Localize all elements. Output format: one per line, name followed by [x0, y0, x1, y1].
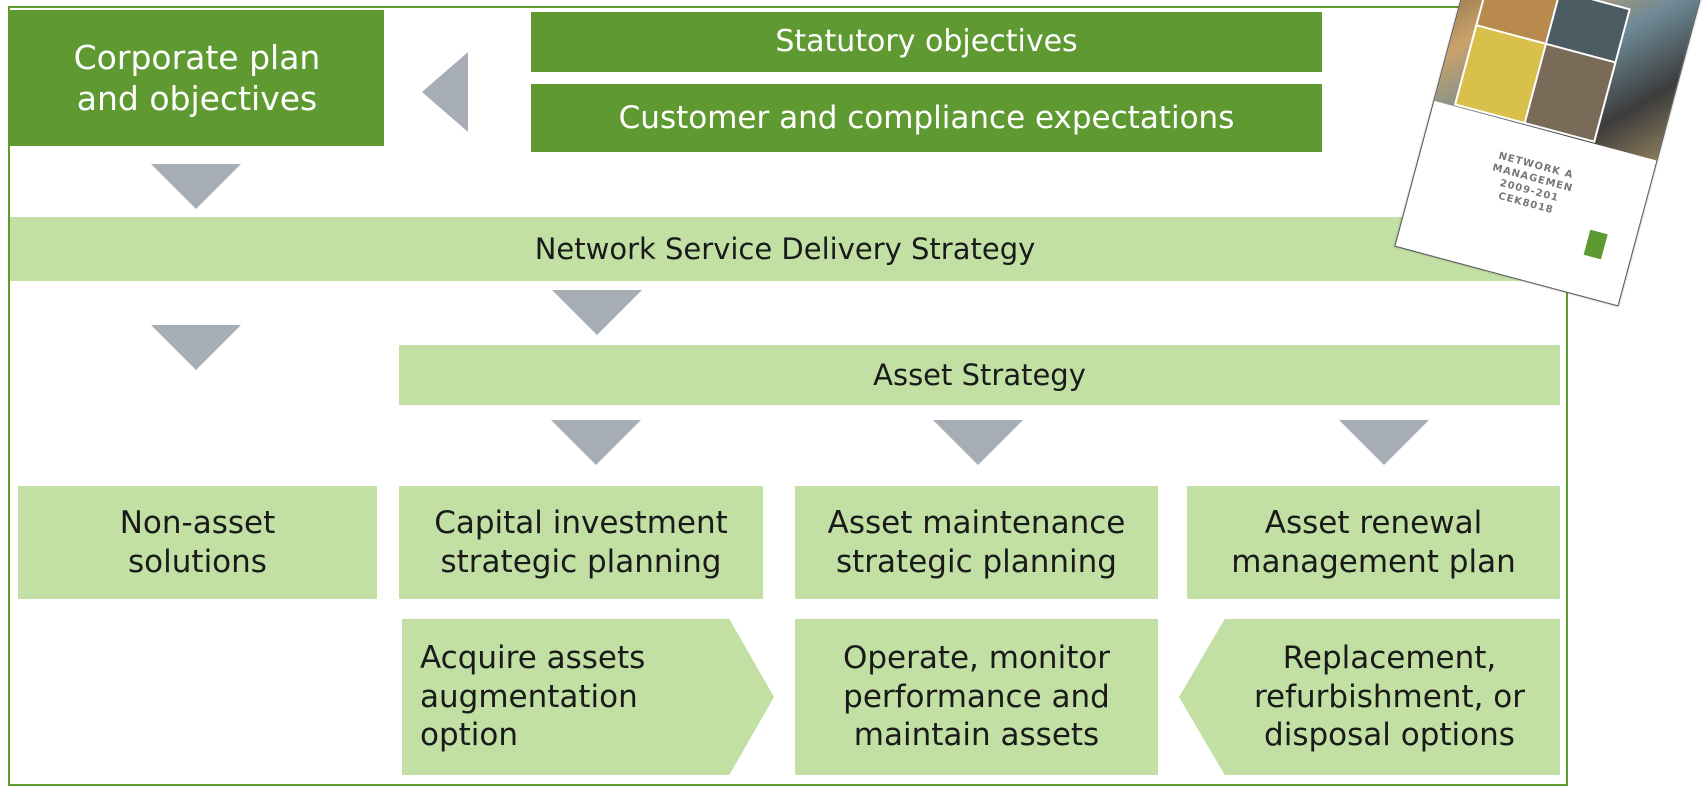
asset-renewal-box: Asset renewal management plan — [1187, 486, 1560, 599]
diagram-frame — [8, 6, 1568, 786]
customer-expectations-box: Customer and compliance expectations — [531, 84, 1322, 152]
customer-expectations-label: Customer and compliance expectations — [618, 99, 1235, 136]
statutory-objectives-label: Statutory objectives — [775, 24, 1078, 60]
replacement-options-label: Replacement, refurbishment, or disposal … — [1253, 639, 1526, 754]
asset-strategy-label: Asset Strategy — [873, 357, 1086, 392]
asset-maintenance-label: Asset maintenance strategic planning — [827, 504, 1126, 580]
arrow-down-icon — [1339, 420, 1429, 465]
corporate-plan-label: Corporate plan and objectives — [73, 37, 321, 118]
cover-logo — [1583, 229, 1608, 260]
capital-investment-box: Capital investment strategic planning — [399, 486, 763, 599]
operate-monitor-box: Operate, monitor performance and maintai… — [795, 619, 1158, 775]
arrow-down-icon — [552, 290, 642, 335]
arrow-left-icon — [422, 52, 468, 132]
capital-investment-label: Capital investment strategic planning — [434, 504, 728, 580]
network-strategy-label: Network Service Delivery Strategy — [534, 231, 1036, 266]
arrow-down-icon — [933, 420, 1023, 465]
arrow-down-icon — [151, 325, 241, 370]
corporate-plan-box: Corporate plan and objectives — [10, 10, 384, 146]
acquire-assets-arrow-box: Acquire assets augmentation option — [402, 619, 774, 775]
arrow-down-icon — [551, 420, 641, 465]
acquire-assets-label: Acquire assets augmentation option — [420, 639, 646, 754]
non-asset-solutions-box: Non-asset solutions — [18, 486, 377, 599]
replacement-options-arrow-box: Replacement, refurbishment, or disposal … — [1179, 619, 1560, 775]
operate-monitor-label: Operate, monitor performance and maintai… — [842, 639, 1111, 754]
non-asset-solutions-label: Non-asset solutions — [119, 504, 276, 580]
asset-maintenance-box: Asset maintenance strategic planning — [795, 486, 1158, 599]
cover-photos — [1434, 0, 1701, 161]
statutory-objectives-box: Statutory objectives — [531, 12, 1322, 72]
arrow-down-icon — [151, 164, 241, 209]
asset-renewal-label: Asset renewal management plan — [1231, 504, 1516, 580]
asset-strategy-bar: Asset Strategy — [399, 345, 1560, 405]
network-strategy-bar: Network Service Delivery Strategy — [10, 217, 1560, 281]
